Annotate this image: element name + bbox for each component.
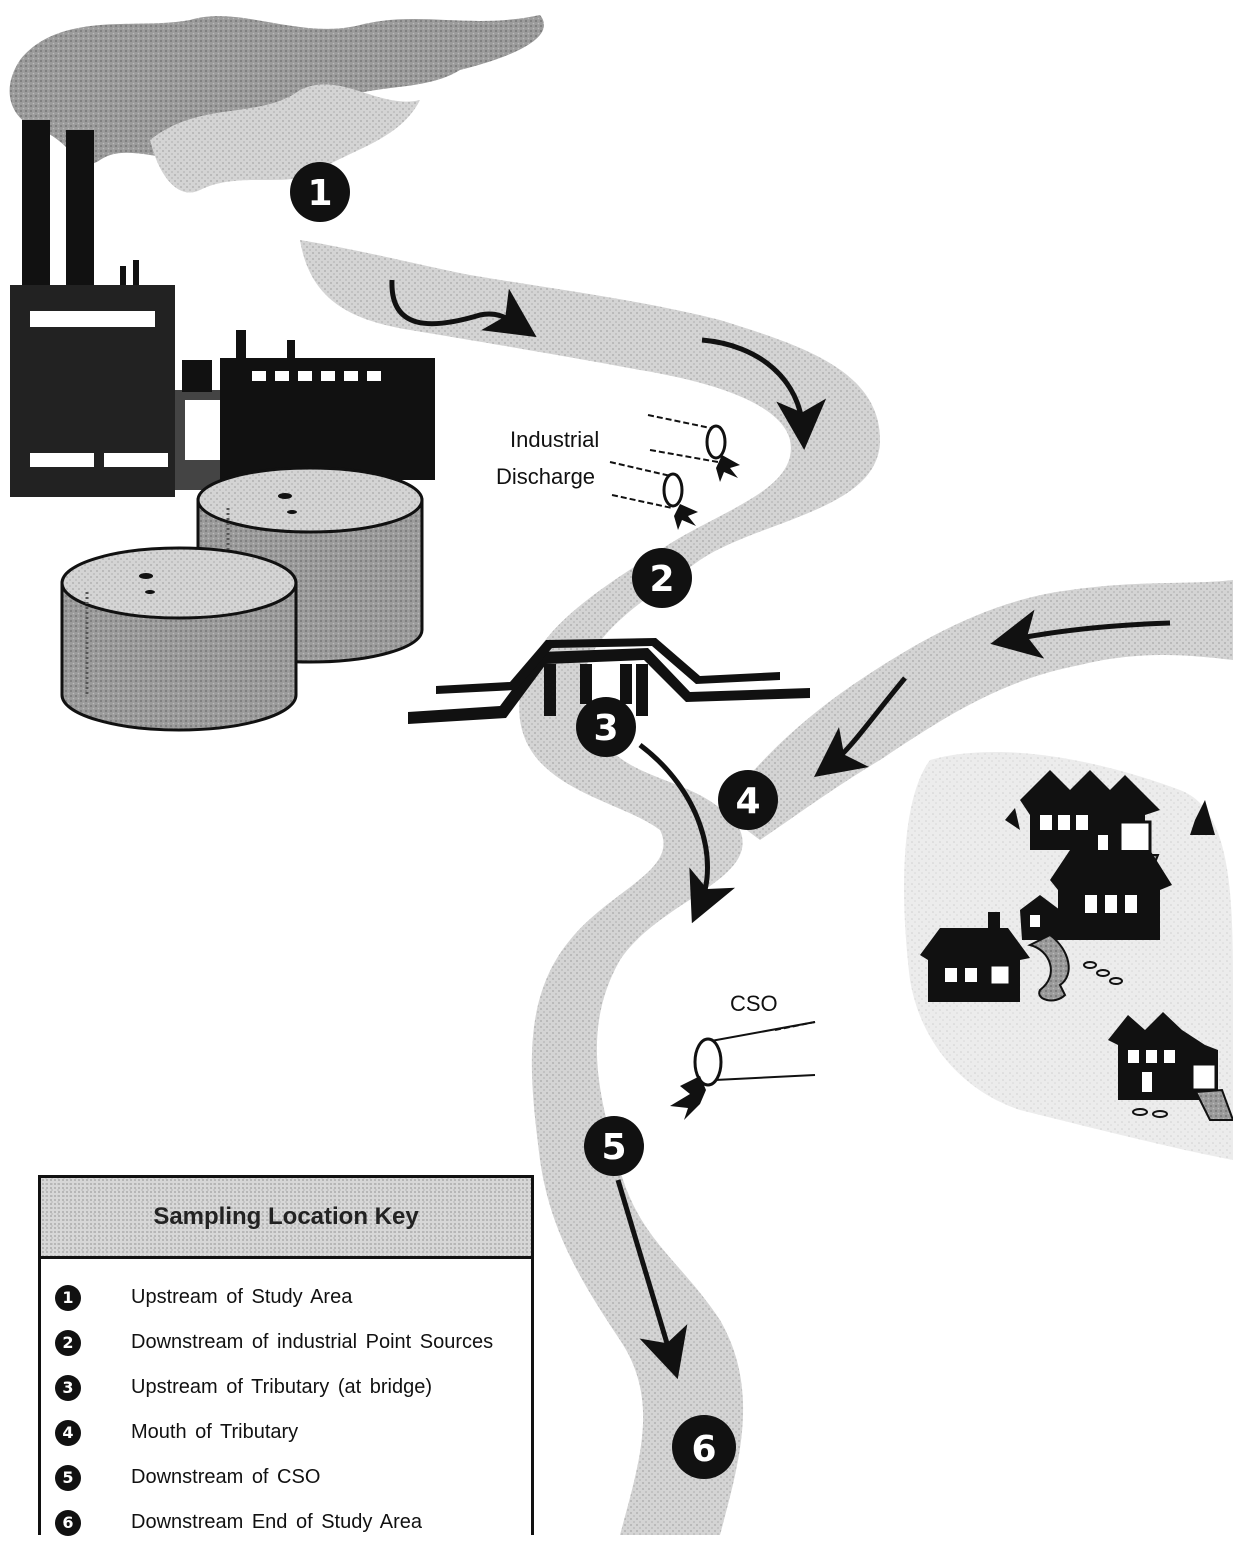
cso-pipe xyxy=(670,1021,816,1120)
flow-arrow-1 xyxy=(389,279,537,338)
key-list: 1 Upstream of Study Area 2 Downstream of… xyxy=(41,1259,531,1545)
marker-5: 5 xyxy=(584,1116,644,1176)
flow-arrow-3 xyxy=(638,743,736,924)
storage-tank-front xyxy=(60,546,298,732)
key-badge-3: 3 xyxy=(55,1374,81,1401)
marker-3: 3 xyxy=(576,697,636,757)
key-badge-4: 4 xyxy=(55,1419,81,1446)
key-item-6: 6 Downstream End of Study Area xyxy=(41,1500,531,1545)
marker-3-number: 3 xyxy=(593,708,618,749)
marker-2: 2 xyxy=(632,548,692,608)
key-item-3: 3 Upstream of Tributary (at bridge) xyxy=(41,1365,531,1410)
key-text-5: Downstream of CSO xyxy=(131,1466,321,1488)
flow-arrow-5 xyxy=(615,1179,688,1380)
marker-4: 4 xyxy=(718,770,778,830)
flow-arrow-2 xyxy=(701,337,827,450)
marker-4-number: 4 xyxy=(735,781,760,822)
bridge xyxy=(408,638,810,724)
key-text-4: Mouth of Tributary xyxy=(131,1421,299,1443)
key-text-1: Upstream of Study Area xyxy=(131,1286,353,1308)
flow-arrow-tributary xyxy=(814,676,907,778)
marker-6-number: 6 xyxy=(691,1429,716,1470)
key-badge-2: 2 xyxy=(55,1329,81,1356)
key-badge-5: 5 xyxy=(55,1464,81,1491)
key-item-2: 2 Downstream of industrial Point Sources xyxy=(41,1320,531,1365)
smoke-cloud xyxy=(9,15,544,193)
key-text-2: Downstream of industrial Point Sources xyxy=(131,1331,494,1353)
marker-5-number: 5 xyxy=(601,1127,626,1168)
industrial-discharge-label-line1: Industrial xyxy=(510,427,599,452)
key-header: Sampling Location Key xyxy=(41,1178,531,1259)
cso-label: CSO xyxy=(730,991,778,1016)
houses xyxy=(920,770,1233,1121)
house-right xyxy=(1108,1012,1233,1121)
industrial-discharge-pipes xyxy=(609,414,740,530)
house-left xyxy=(920,912,1123,1002)
key-item-5: 5 Downstream of CSO xyxy=(41,1455,531,1500)
house-middle xyxy=(1020,850,1172,940)
flow-arrows xyxy=(389,279,1171,1380)
key-text-6: Downstream End of Study Area xyxy=(131,1511,423,1533)
industrial-discharge-label-line2: Discharge xyxy=(496,464,595,489)
key-item-1: 1 Upstream of Study Area xyxy=(41,1275,531,1320)
flow-arrow-tributary-in xyxy=(990,609,1171,659)
marker-2-number: 2 xyxy=(649,559,674,600)
key-badge-1: 1 xyxy=(55,1284,81,1311)
key-text-3: Upstream of Tributary (at bridge) xyxy=(131,1376,432,1398)
river xyxy=(300,240,880,1535)
sampling-location-key: Sampling Location Key 1 Upstream of Stud… xyxy=(38,1175,534,1536)
key-badge-6: 6 xyxy=(55,1509,81,1536)
marker-1-number: 1 xyxy=(307,173,332,214)
marker-6: 6 xyxy=(672,1415,736,1479)
marker-1: 1 xyxy=(290,162,350,222)
key-item-4: 4 Mouth of Tributary xyxy=(41,1410,531,1455)
key-title: Sampling Location Key xyxy=(153,1203,419,1230)
